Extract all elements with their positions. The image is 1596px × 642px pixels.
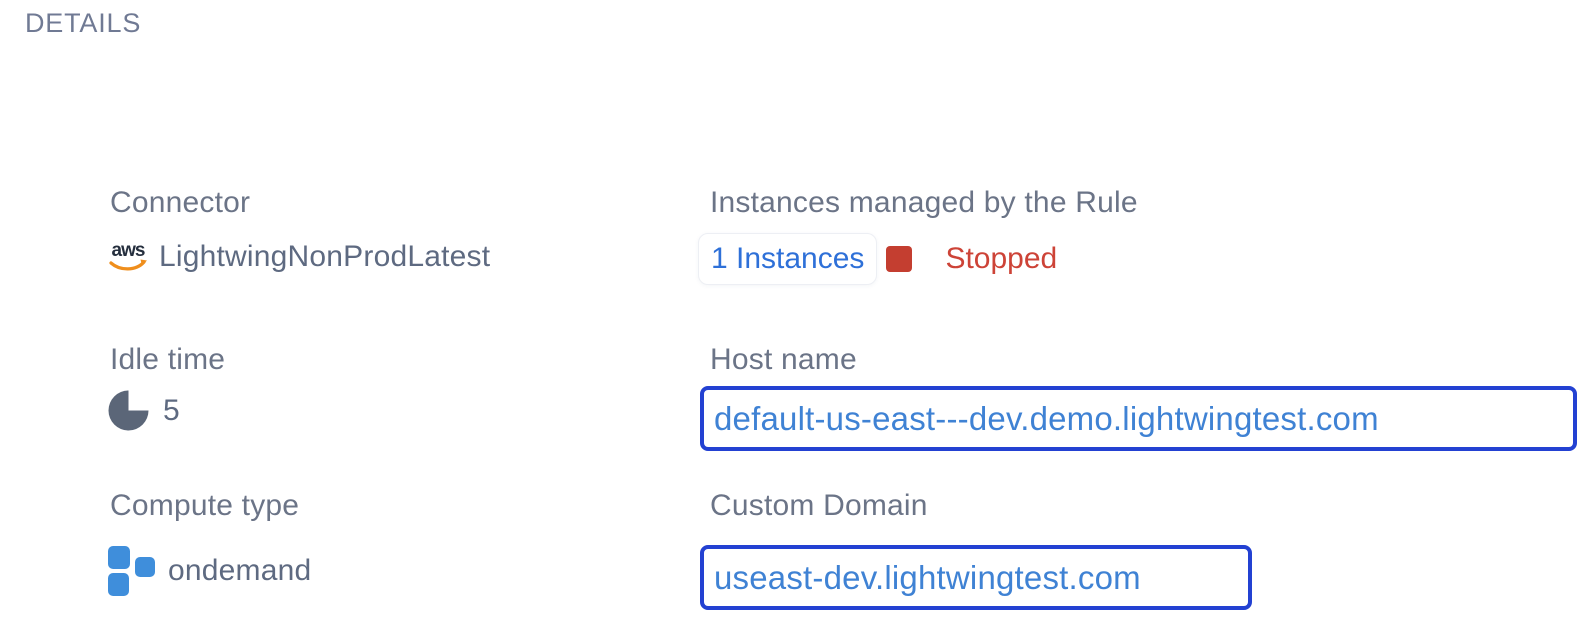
stopped-status-icon [886,246,913,272]
host-name-link[interactable]: default-us-east---dev.demo.lightwingtest… [714,399,1379,437]
custom-domain-link-box[interactable]: useast-dev.lightwingtest.com [700,545,1252,610]
compute-square-top-left [108,546,130,569]
connector-value: LightwingNonProdLatest [159,240,491,273]
compute-square-right [135,557,155,577]
instances-value-row: 1 Instances Stopped [698,233,1057,285]
aws-icon: aws [106,238,150,276]
compute-type-label: Compute type [110,489,300,522]
host-name-label: Host name [710,343,857,376]
idle-time-pie-icon [108,390,149,431]
compute-type-squares-icon [108,546,155,596]
aws-icon-swoosh [109,260,146,271]
instances-label: Instances managed by the Rule [710,186,1138,219]
stopped-status-label: Stopped [945,242,1058,275]
aws-icon-arrow [140,259,147,266]
instances-count-link[interactable]: 1 Instances [698,233,878,285]
idle-time-pie-shape [108,390,149,431]
compute-type-value-row: ondemand [104,544,311,598]
custom-domain-label: Custom Domain [710,489,928,522]
aws-icon-text: aws [112,240,145,261]
section-title: DETAILS [25,8,142,38]
idle-time-label: Idle time [110,343,226,376]
connector-value-row: aws LightwingNonProdLatest [106,238,490,276]
connector-label: Connector [110,186,251,219]
custom-domain-link[interactable]: useast-dev.lightwingtest.com [714,558,1141,596]
idle-time-value-row: 5 [107,389,180,432]
idle-time-value: 5 [163,393,180,427]
host-name-link-box[interactable]: default-us-east---dev.demo.lightwingtest… [700,386,1577,451]
compute-type-value: ondemand [168,554,312,587]
compute-square-bottom-left [108,573,129,596]
